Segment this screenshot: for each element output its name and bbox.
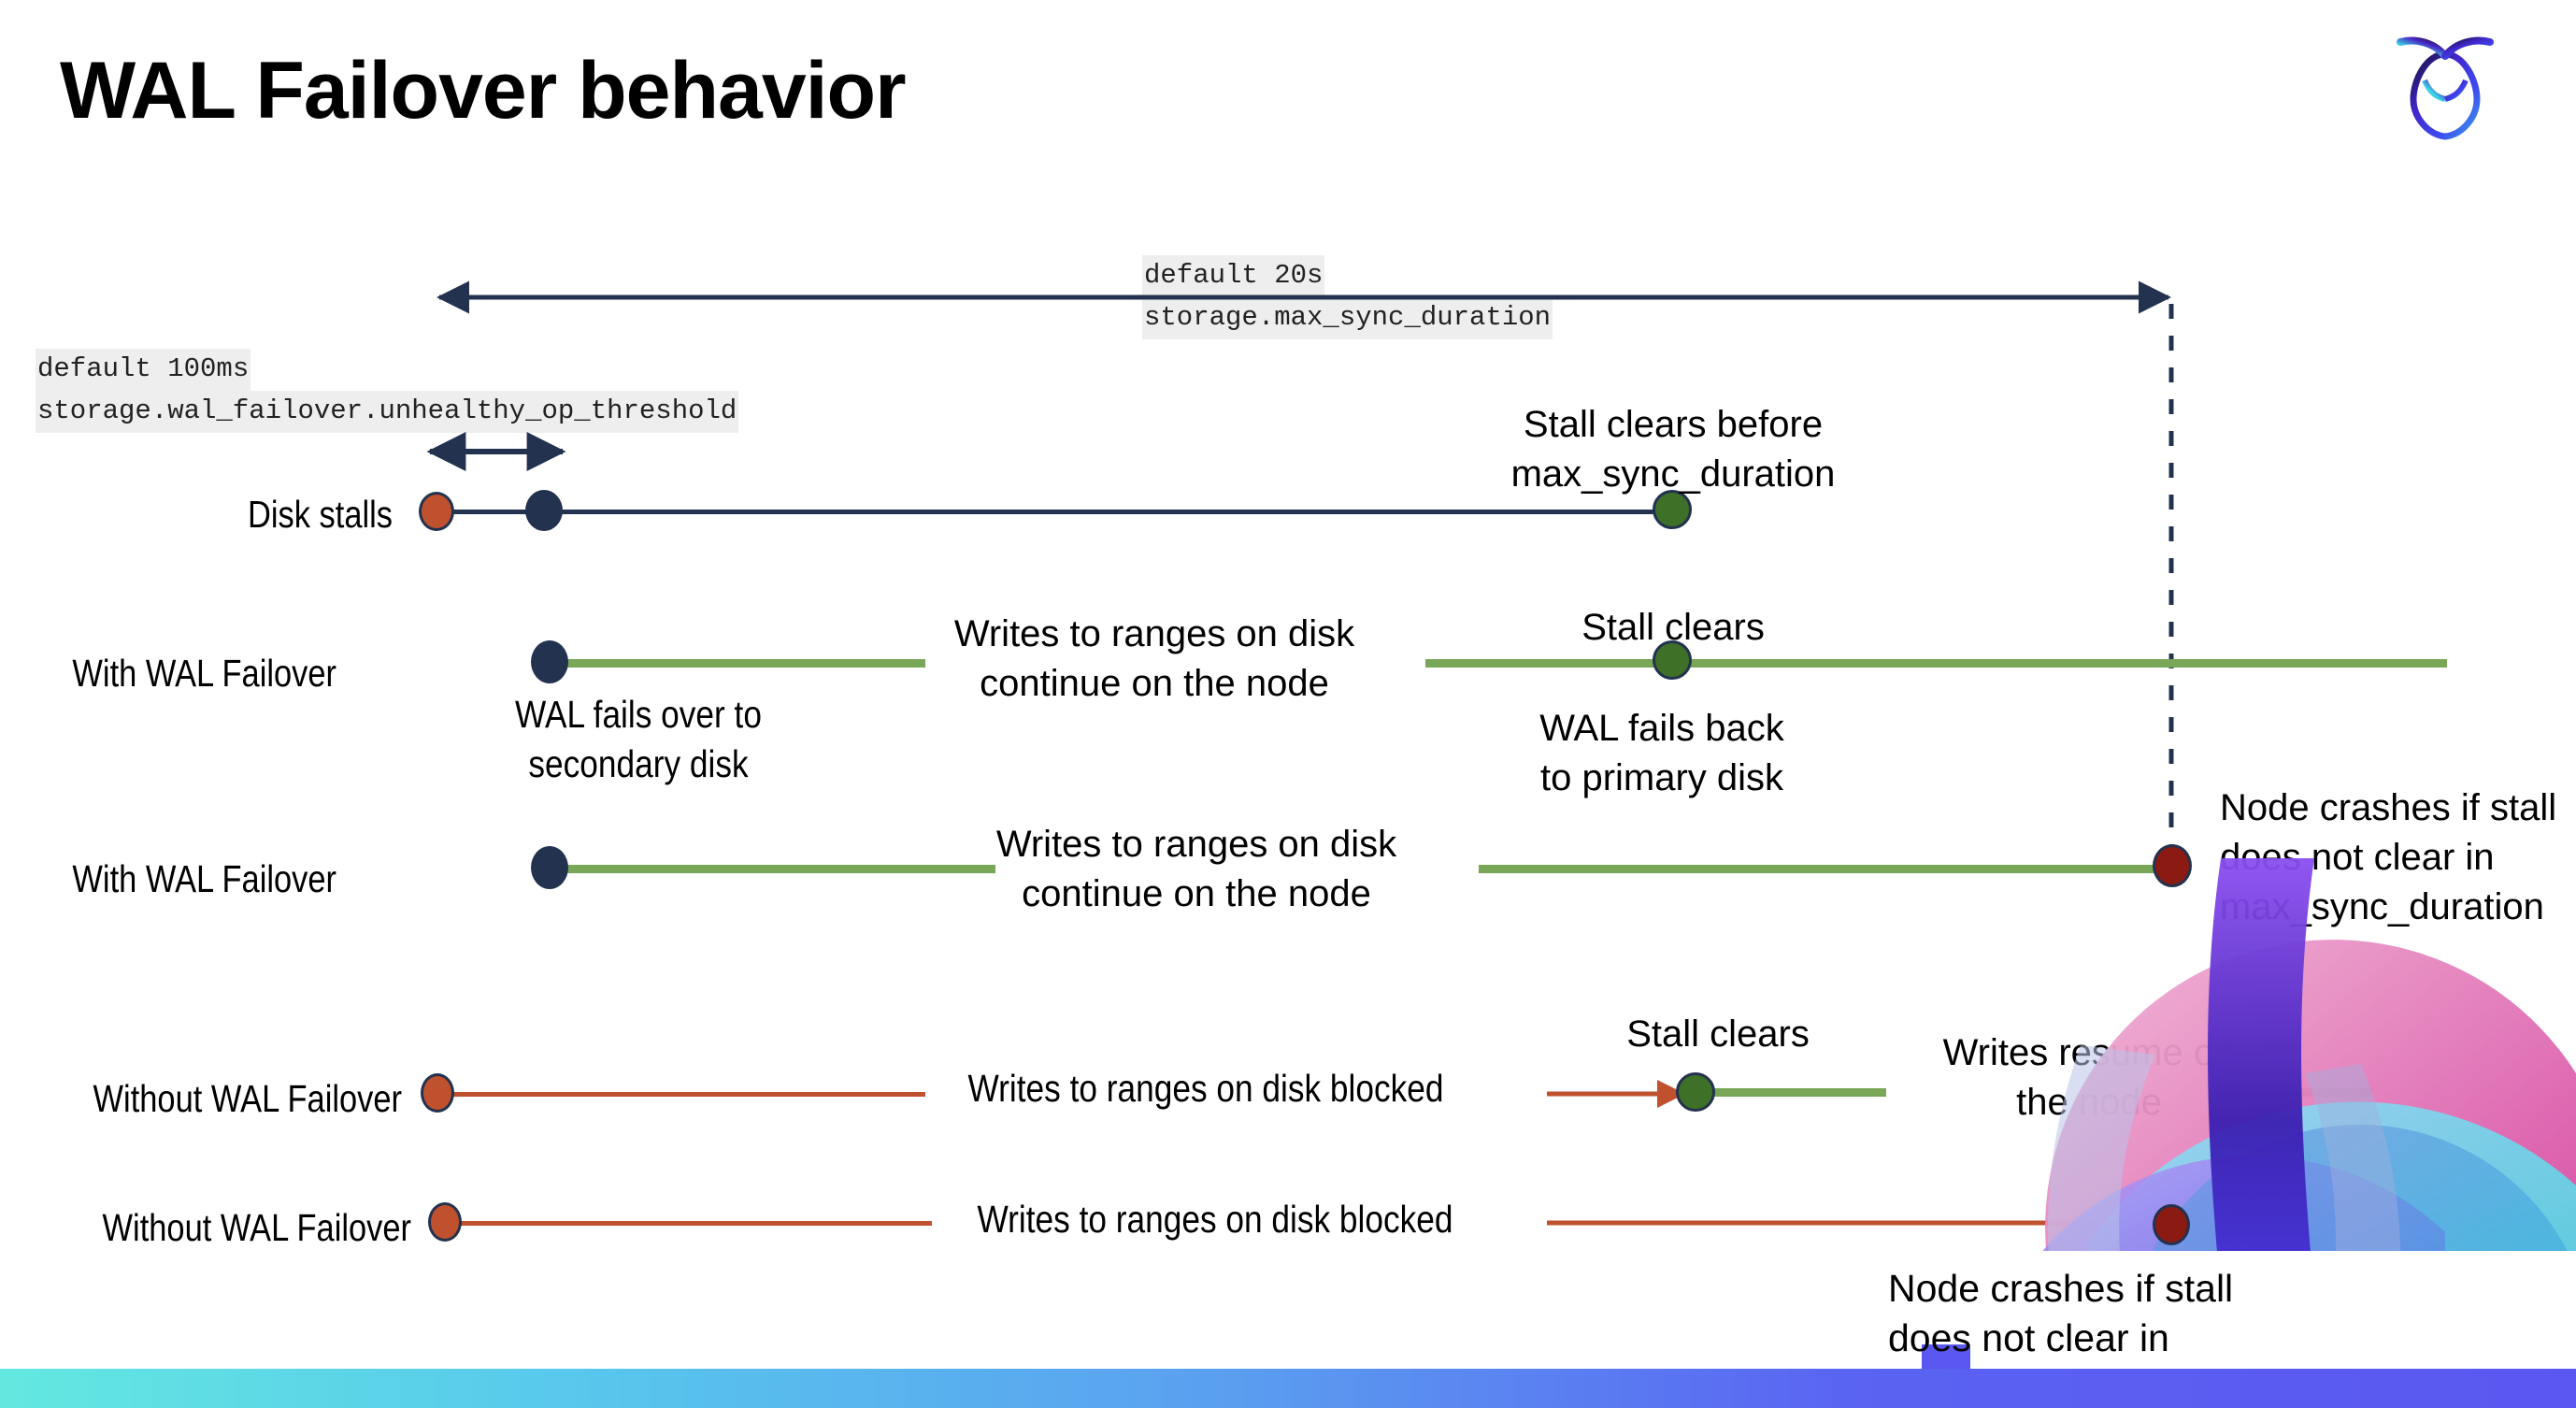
- row3-line-right: [1479, 865, 2175, 873]
- row2-stall-clear-dot: [1653, 640, 1692, 680]
- row-label-with-wal-failover-2: With WAL Failover: [72, 857, 336, 900]
- row4-stall-clear-dot: [1676, 1072, 1715, 1112]
- annotation-unhealthy-op-threshold: default 100ms storage.wal_failover.unhea…: [36, 349, 739, 433]
- row4-resume-line: [1699, 1088, 1886, 1097]
- row4-annotation-stall-clears: Stall clears: [1626, 1013, 1810, 1055]
- row2-annotation-stall-clears: Stall clears: [1581, 607, 1765, 648]
- row2-line-right: [1425, 659, 2447, 668]
- row2-annotation-wal-fails-back: WAL fails back to primary disk: [1539, 708, 1784, 799]
- row4-stall-start-dot: [421, 1073, 454, 1113]
- unhealthy-setting-label: storage.wal_failover.unhealthy_op_thresh…: [36, 390, 739, 433]
- row1-annotation-stall-clears-before: Stall clears before max_sync_duration: [1510, 404, 1836, 496]
- annotation-max-sync-duration: default 20s storage.max_sync_duration: [1142, 255, 1553, 339]
- max-sync-setting-label: storage.max_sync_duration: [1142, 296, 1553, 339]
- row4-annotation-writes-blocked: Writes to ranges on disk blocked: [967, 1067, 1444, 1110]
- page-title: WAL Failover behavior: [60, 46, 907, 136]
- callout-panel-background: [1970, 1251, 2576, 1371]
- row3-annotation-writes-continue: Writes to ranges on disk continue on the…: [995, 824, 1397, 915]
- row3-line-left: [547, 865, 995, 873]
- row3-failover-dot: [531, 846, 568, 889]
- max-sync-default-label: default 20s: [1142, 255, 1325, 297]
- row-label-without-wal-failover-2: Without WAL Failover: [102, 1206, 412, 1249]
- row1-failover-dot: [525, 490, 563, 531]
- row5-stall-start-dot: [428, 1202, 462, 1242]
- bottom-gradient-bar: [0, 1369, 2576, 1408]
- row-label-without-wal-failover-1: Without WAL Failover: [93, 1077, 403, 1120]
- row5-blocked-line: [460, 1221, 932, 1226]
- row5-crash-dot: [2153, 1204, 2190, 1245]
- row1-stall-start-dot: [419, 492, 454, 531]
- row-label-disk-stalls: Disk stalls: [247, 493, 393, 536]
- row2-failover-dot: [531, 640, 568, 683]
- unhealthy-default-label: default 100ms: [36, 349, 251, 391]
- row2-annotation-wal-fails-over: WAL fails over to secondary disk: [515, 693, 762, 786]
- row1-stall-clear-dot: [1653, 490, 1692, 529]
- row2-annotation-writes-continue: Writes to ranges on disk continue on the…: [953, 613, 1355, 705]
- cockroachdb-logo-icon: [2389, 26, 2501, 143]
- row4-blocked-line: [453, 1092, 925, 1097]
- row-label-with-wal-failover-1: With WAL Failover: [72, 652, 336, 695]
- row3-crash-dot: [2153, 844, 2192, 887]
- row2-line-left: [547, 659, 925, 668]
- row5-annotation-writes-blocked: Writes to ranges on disk blocked: [977, 1198, 1453, 1241]
- row1-stall-line: [437, 510, 1673, 514]
